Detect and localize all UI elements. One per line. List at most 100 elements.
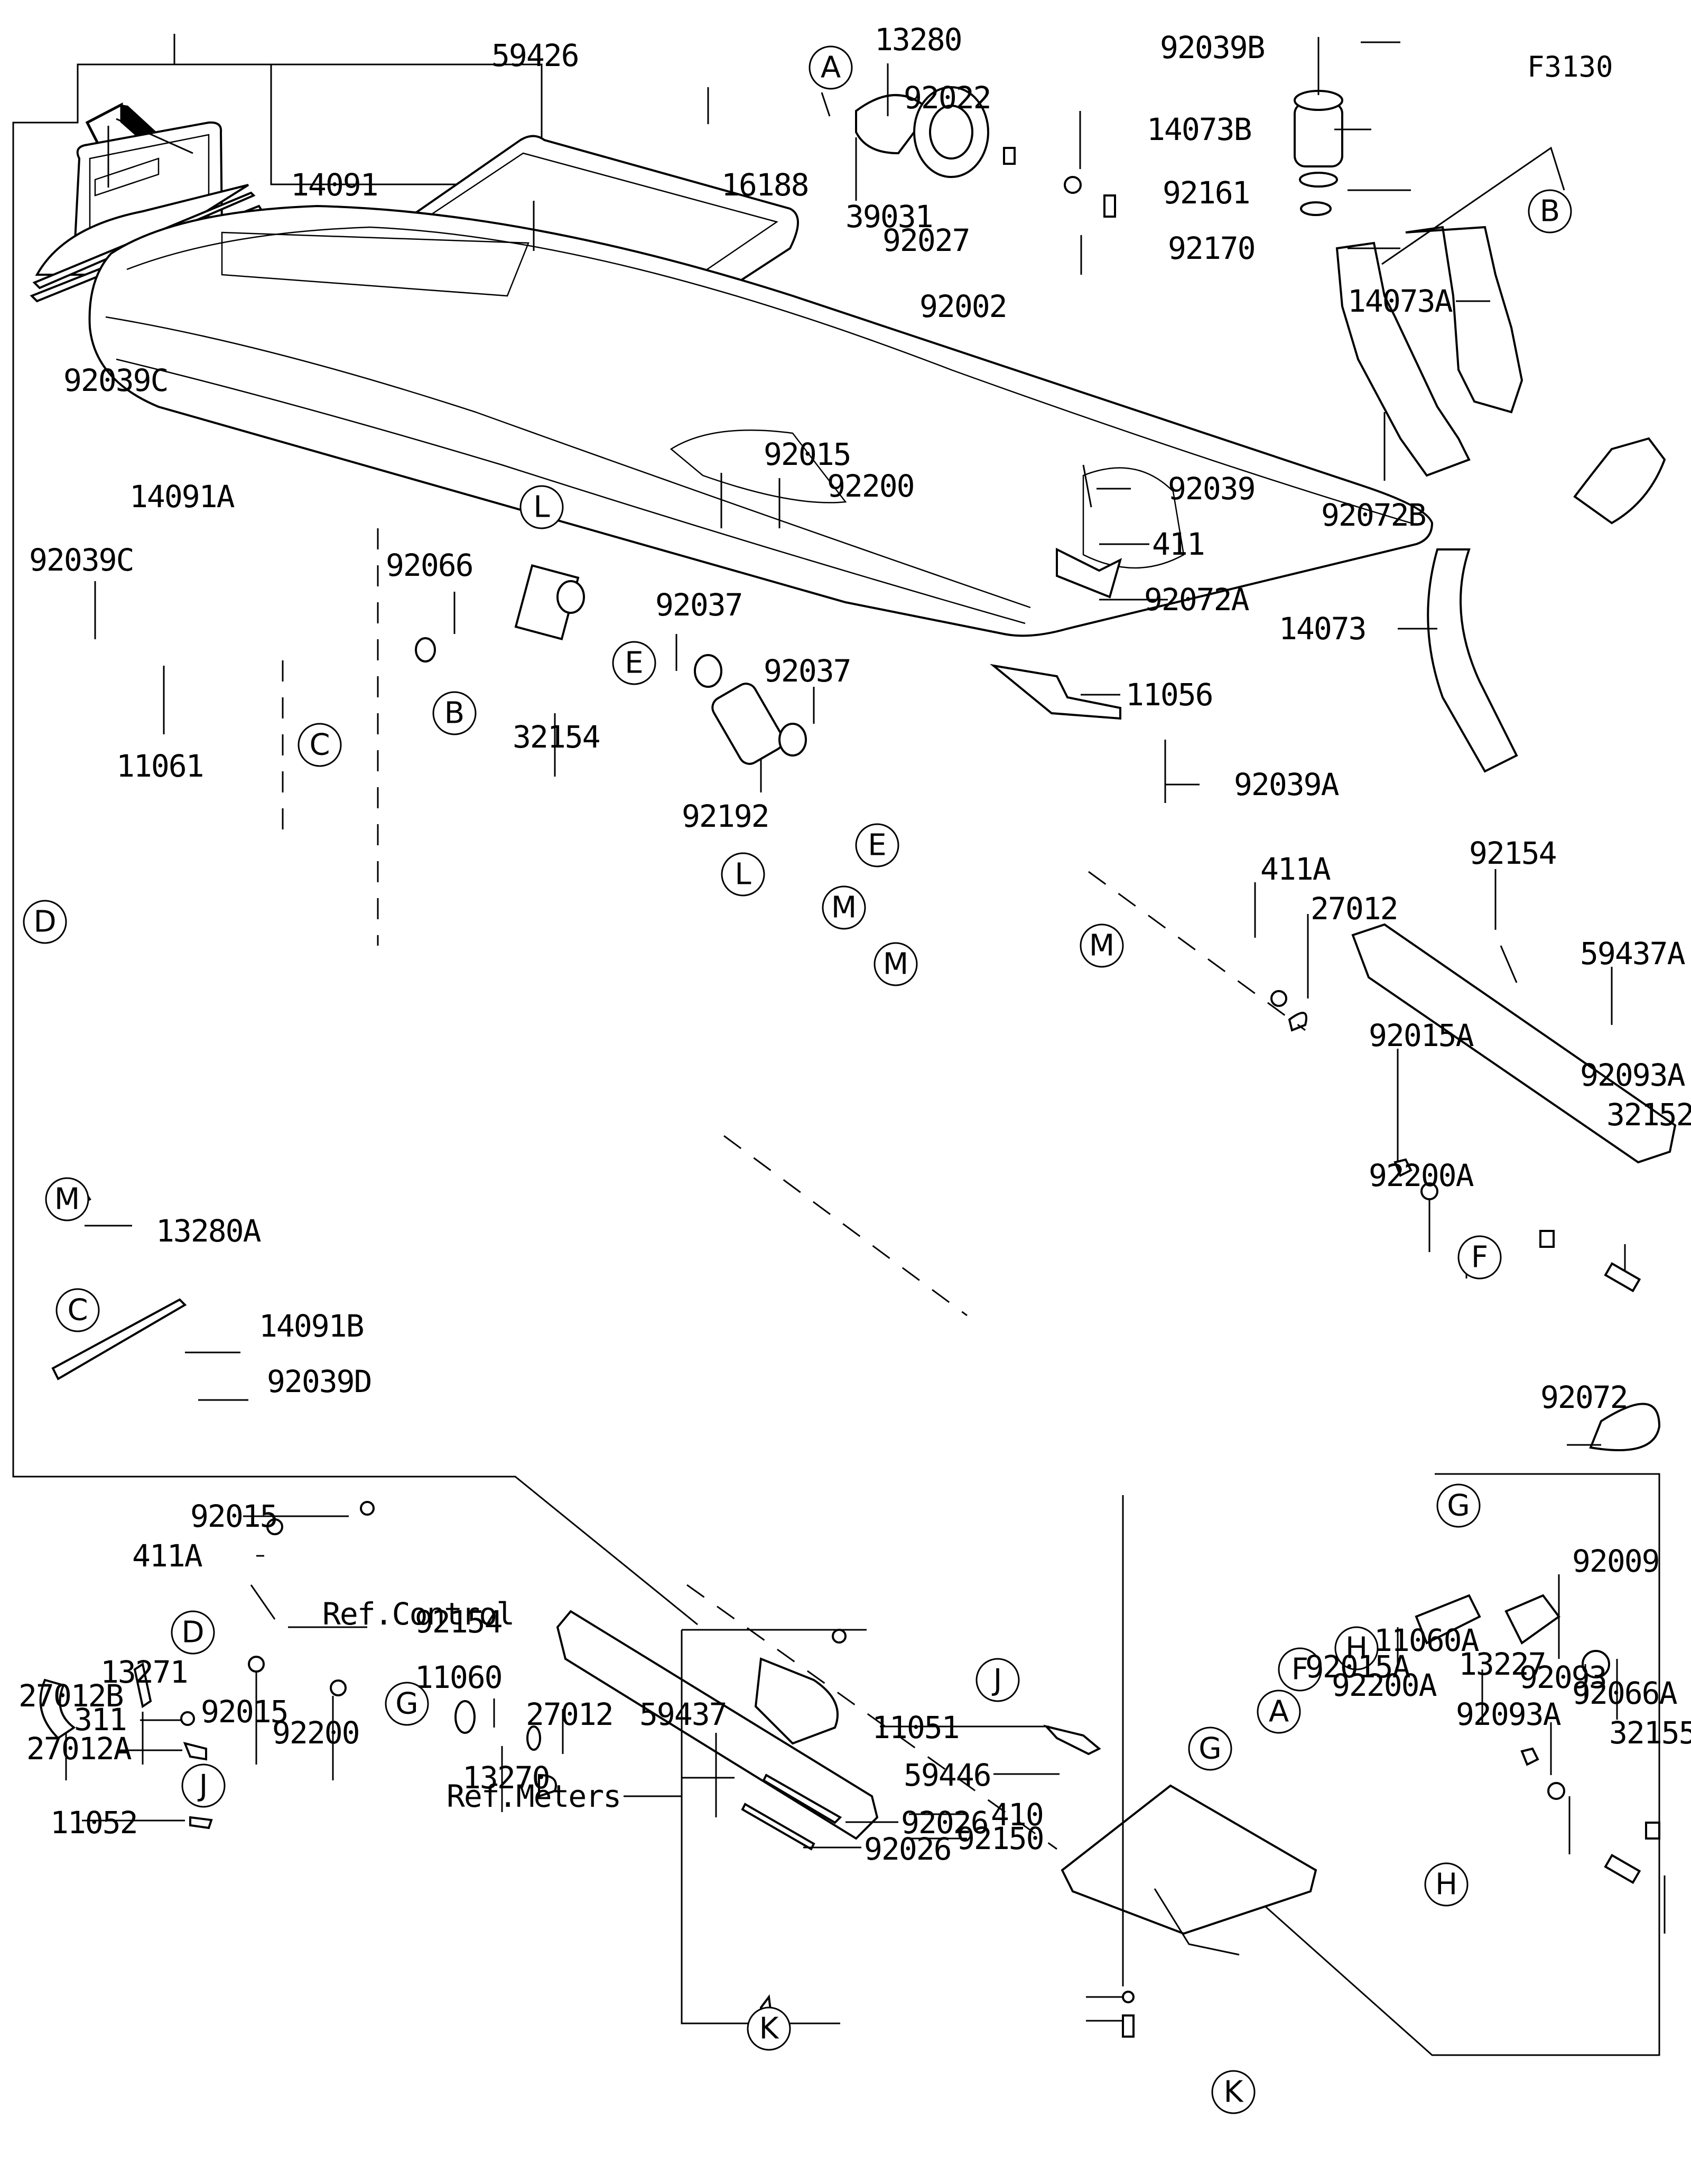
svg-text:M: M	[54, 1182, 80, 1217]
svg-text:K: K	[759, 2012, 779, 2046]
callout-F: F	[1457, 1235, 1502, 1280]
part-label: 27012	[1311, 891, 1398, 927]
svg-text:G: G	[1447, 1489, 1470, 1523]
part-label: 311	[74, 1702, 126, 1738]
part-label: 14073A	[1348, 283, 1453, 319]
part-label: 92039C	[63, 362, 168, 398]
callout-J: J	[181, 1763, 226, 1808]
part-label: 411A	[1260, 851, 1331, 887]
part-label: 92015	[201, 1694, 288, 1730]
callout-M: M	[45, 1177, 89, 1221]
group-outline-main	[12, 256, 698, 1626]
callout-B: B	[432, 691, 477, 735]
svg-text:B: B	[1540, 194, 1560, 229]
part-label: 92039A	[1234, 767, 1339, 802]
part-label: 92015A	[1305, 1649, 1410, 1685]
part-label: 410	[991, 1797, 1043, 1833]
part-label: 92200	[827, 468, 914, 504]
callout-G: G	[1436, 1483, 1481, 1528]
svg-text:C: C	[67, 1293, 88, 1328]
callout-E: E	[612, 641, 656, 685]
callout-G: G	[385, 1682, 429, 1726]
callout-A: A	[809, 45, 853, 90]
part-label: 92015A	[1369, 1018, 1474, 1053]
part-label: 14091	[291, 167, 378, 203]
svg-text:M: M	[831, 891, 857, 925]
callout-circles: A A B B C C D D E E F F G G G H H J J K …	[23, 45, 1572, 2114]
svg-text:K: K	[1224, 2075, 1244, 2110]
callout-D: D	[23, 900, 67, 944]
svg-text:A: A	[1269, 1695, 1289, 1729]
ref-meters-label: Ref.Meters	[447, 1778, 620, 1814]
part-label: 59437	[639, 1696, 727, 1732]
part-label: 92015	[764, 436, 851, 472]
mid-right-parts	[989, 464, 1518, 1032]
svg-text:J: J	[992, 1663, 1002, 1697]
callout-K: K	[1211, 2070, 1256, 2114]
svg-text:D: D	[181, 1616, 204, 1650]
part-label: 92093A	[1456, 1696, 1561, 1732]
part-label: 14073B	[1147, 111, 1251, 147]
part-label: 92192	[682, 798, 769, 834]
callout-L: L	[721, 852, 765, 897]
part-label: 92154	[1469, 835, 1556, 871]
callout-J: J	[975, 1658, 1020, 1702]
part-label: 92200	[272, 1715, 359, 1751]
part-label: 11061	[116, 748, 203, 784]
group-outline-right	[1188, 1473, 1660, 2056]
part-label: 13280A	[156, 1213, 261, 1249]
part-label: 32155	[1609, 1715, 1691, 1751]
right-side-parts	[1393, 1158, 1661, 1884]
callout-H: H	[1424, 1862, 1469, 1907]
part-label: 411A	[132, 1538, 202, 1574]
part-label: 11052	[50, 1805, 137, 1841]
svg-text:J: J	[198, 1769, 208, 1803]
part-label: 16188	[721, 167, 809, 203]
part-label: 92039C	[29, 542, 134, 578]
part-label: 13227	[1458, 1646, 1546, 1682]
callout-D: D	[171, 1610, 215, 1655]
part-label: 14073	[1279, 611, 1366, 647]
part-label: 92072	[1540, 1379, 1628, 1415]
part-label: 13271	[100, 1654, 188, 1690]
part-label: 92037	[764, 653, 851, 689]
part-label: 411	[1152, 526, 1204, 562]
part-label: 92093A	[1580, 1057, 1685, 1093]
svg-text:G: G	[395, 1687, 418, 1721]
callout-C: C	[55, 1288, 100, 1332]
part-label: 92170	[1168, 230, 1255, 266]
part-label: 27012	[526, 1696, 613, 1732]
svg-text:A: A	[821, 51, 841, 85]
part-label: 92022	[904, 80, 991, 116]
part-label: 92200A	[1332, 1667, 1437, 1703]
meter-bracket-parts	[681, 1629, 1135, 2038]
svg-text:E: E	[868, 828, 886, 863]
svg-text:H: H	[1345, 1631, 1368, 1666]
svg-text:F: F	[1292, 1653, 1308, 1687]
svg-text:L: L	[533, 490, 550, 525]
top-middle-parts	[855, 86, 1116, 218]
part-label: 27012A	[26, 1731, 132, 1767]
dashed-guide-lines	[282, 528, 1306, 1850]
part-label: 92026	[901, 1805, 988, 1841]
part-label: 13270	[462, 1760, 550, 1796]
part-label: 92015	[190, 1498, 277, 1534]
callout-B: B	[1528, 189, 1572, 234]
part-label: 11060	[415, 1659, 502, 1695]
part-number-labels: 59426 14091 16188 92039C 14091A 92039C 1…	[18, 22, 1691, 1867]
part-label: 92039	[1168, 471, 1255, 507]
part-label: 92066A	[1572, 1675, 1677, 1711]
svg-text:M: M	[1089, 929, 1114, 963]
part-label: 14091B	[259, 1308, 364, 1344]
part-label: 11056	[1126, 677, 1213, 713]
part-label: 92072A	[1144, 582, 1249, 618]
part-label: 92154	[415, 1604, 502, 1640]
footrest-59437A-part	[1351, 923, 1677, 1164]
part-label: 92027	[882, 222, 970, 258]
callout-H: H	[1334, 1626, 1379, 1670]
callout-E: E	[855, 823, 899, 867]
part-label: 11051	[872, 1710, 959, 1746]
callout-M: M	[874, 942, 918, 986]
callout-M: M	[822, 885, 866, 930]
